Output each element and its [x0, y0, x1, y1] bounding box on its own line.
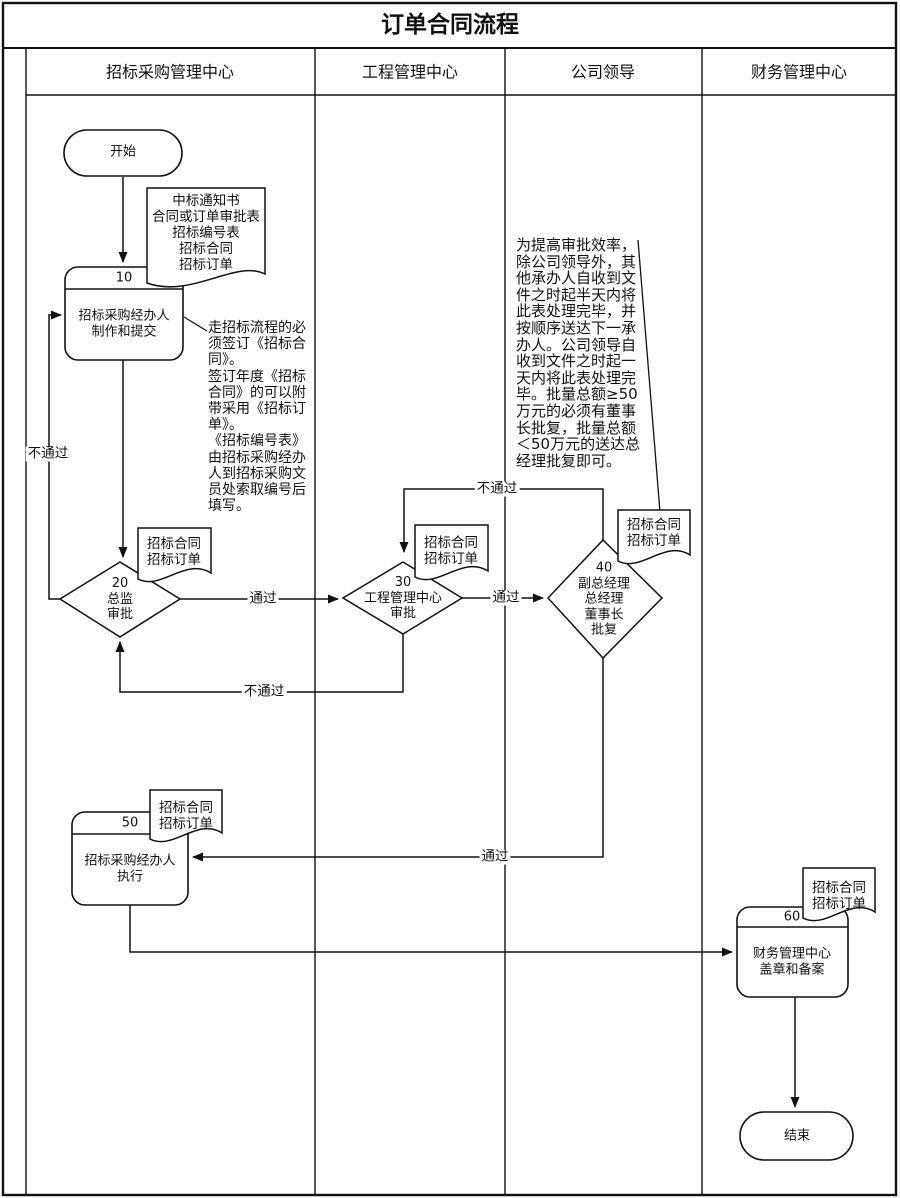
lane-header-finance-center: 财务管理中心	[750, 62, 848, 82]
document-20-shape	[137, 527, 212, 583]
edge-label-pass-30-40: 通过	[490, 589, 522, 606]
start-node-shape	[63, 129, 183, 177]
decision-30-shape	[341, 561, 464, 635]
end-node-label: 结束	[783, 1128, 811, 1144]
document-30-shape	[414, 524, 489, 581]
document-40-label: 招标合同 招标订单	[627, 517, 681, 549]
process-10-label: 招标采购经办人 制作和提交	[78, 308, 170, 340]
document-40-shape	[617, 509, 691, 565]
document-60-shape	[802, 867, 876, 922]
document-60-label: 招标合同 招标订单	[812, 880, 866, 912]
process-60-label: 财务管理中心 盖章和备案	[752, 946, 832, 978]
document-30-label: 招标合同 招标订单	[424, 535, 478, 567]
lane-header-engineering-center: 工程管理中心	[361, 62, 459, 82]
connector-50-to-60	[129, 905, 733, 957]
note-approval-rules: 为提高审批效率，除公司领导外，其他承办人自收到文件之时起半天内将此表处理完毕，并…	[516, 236, 641, 470]
document-10-shape	[146, 187, 266, 288]
process-60-shape	[736, 906, 849, 998]
decision-40-shape	[546, 538, 664, 660]
note-process-10: 走招标流程的必须签订《招标合同》。 签订年度《招标合同》的可以附带采用《招标订单…	[208, 320, 306, 515]
edge-label-fail-20-10: 不通过	[25, 445, 71, 462]
edge-label-pass-20-30: 通过	[247, 590, 279, 607]
document-10-label: 中标通知书 合同或订单审批表 招标编号表 招标合同 招标订单	[152, 193, 260, 273]
callout-line-note10	[183, 316, 208, 332]
process-50-number: 50	[121, 815, 139, 831]
lane-header-company-leaders: 公司领导	[570, 62, 636, 82]
process-10-shape	[64, 266, 184, 361]
callout-line-note40	[637, 239, 661, 513]
process-60-number: 60	[783, 909, 801, 925]
connector-40-pass-to-50	[192, 658, 604, 862]
decision-30-number: 30	[394, 574, 412, 590]
decision-30-text: 工程管理中心 审批	[363, 590, 443, 621]
edge-label-fail-30-20: 不通过	[241, 683, 287, 700]
document-50-label: 招标合同 招标订单	[159, 800, 213, 832]
decision-40-number: 40	[595, 560, 613, 576]
decision-20-text: 总监 审批	[106, 591, 134, 622]
page-title: 订单合同流程	[381, 12, 519, 38]
decision-20-number: 20	[111, 575, 129, 591]
edge-label-pass-40-50: 通过	[479, 848, 511, 865]
end-node-shape	[739, 1111, 854, 1161]
process-50-label: 招标采购经办人 执行	[84, 853, 176, 885]
process-10-number: 10	[115, 270, 133, 286]
lane-header-bidding-center: 招标采购管理中心	[105, 62, 235, 82]
start-node-label: 开始	[109, 144, 137, 160]
document-50-shape	[149, 789, 223, 843]
decision-40-text: 副总经理 总经理 董事长 批复	[577, 575, 631, 638]
document-20-label: 招标合同 招标订单	[147, 536, 201, 568]
edge-label-fail-40-30: 不通过	[474, 480, 520, 497]
